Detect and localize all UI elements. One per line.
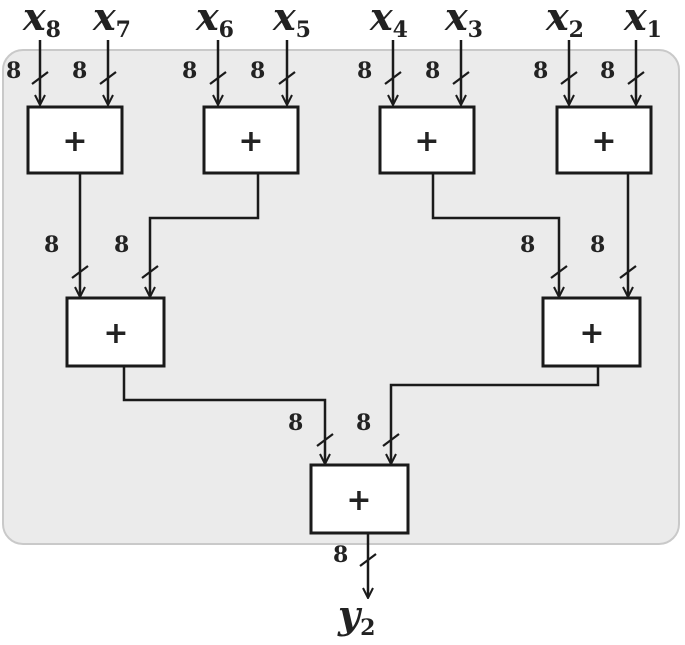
bit-width-label: 8	[533, 58, 548, 84]
level2-to-level3-wires	[122, 366, 600, 463]
adder-box	[555, 105, 653, 175]
input-wires	[40, 40, 636, 104]
bit-width-label: 8	[182, 58, 197, 84]
bus-slash	[560, 71, 578, 85]
input-label-x7: x7	[92, 0, 131, 43]
adder-1-2: +	[202, 105, 300, 175]
adder-box	[65, 296, 166, 368]
adder-1-3: +	[378, 105, 476, 175]
bit-width-label: 8	[114, 232, 129, 258]
adder-box	[202, 105, 300, 175]
adder-2-2: +	[541, 296, 642, 368]
wire-adder-1-3-out	[431, 173, 559, 296]
adder-plus-sign: +	[414, 124, 439, 159]
bus-slash	[316, 433, 334, 447]
input-label-x4: x4	[369, 0, 408, 43]
input-label-x5: x5	[272, 0, 311, 43]
bit-width-label: 8	[44, 232, 59, 258]
bus-slash	[382, 433, 400, 447]
adder-1-4: +	[555, 105, 653, 175]
output-label-y2: y2	[337, 592, 375, 640]
adder-plus-sign: +	[591, 124, 616, 159]
adder-plus-sign: +	[103, 316, 128, 351]
adder-box	[309, 463, 410, 535]
adder-plus-sign: +	[238, 124, 263, 159]
level2-bit-width-labels: 8 8 8 8	[44, 232, 605, 258]
bit-width-label: 8	[590, 232, 605, 258]
bus-slash	[452, 71, 470, 85]
bus-slash	[99, 71, 117, 85]
adder-plus-sign: +	[346, 483, 371, 518]
bit-width-label: 8	[356, 410, 371, 436]
level2-adders: + +	[65, 296, 642, 368]
level3-bit-width-labels: 8 8	[288, 410, 371, 436]
output-wire	[359, 533, 377, 597]
adder-plus-sign: +	[62, 124, 87, 159]
bit-width-label: 8	[333, 542, 348, 568]
bus-slash	[550, 265, 568, 279]
bus-slash	[31, 71, 49, 85]
input-label-x6: x6	[195, 0, 234, 43]
bus-slash	[619, 265, 637, 279]
bus-slash	[384, 71, 402, 85]
bus-slash	[141, 265, 159, 279]
input-label-x1: x1	[623, 0, 662, 43]
bit-width-label: 8	[425, 58, 440, 84]
input-label-x2: x2	[545, 0, 584, 43]
wire-adder-2-1-out	[122, 366, 325, 463]
bit-width-label: 8	[600, 58, 615, 84]
adder-box	[378, 105, 476, 175]
input-bus-slashes	[31, 71, 645, 85]
bus-slash	[71, 265, 89, 279]
level1-adders: + + + +	[26, 105, 653, 175]
bit-width-label: 8	[250, 58, 265, 84]
bit-width-label: 8	[6, 58, 21, 84]
bus-slash	[209, 71, 227, 85]
adder-box	[541, 296, 642, 368]
bus-slash	[627, 71, 645, 85]
wire-adder-1-2-out	[150, 173, 260, 296]
adder-1-1: +	[26, 105, 124, 175]
level3-bus-slashes	[316, 433, 400, 447]
adder-2-1: +	[65, 296, 166, 368]
adder-box	[26, 105, 124, 175]
level2-bus-slashes	[71, 265, 637, 279]
bit-width-label: 8	[357, 58, 372, 84]
wire-adder-2-2-out	[391, 366, 600, 463]
bit-width-label: 8	[288, 410, 303, 436]
bit-width-label: 8	[520, 232, 535, 258]
input-label-x8: x8	[22, 0, 61, 43]
bus-slash	[359, 553, 377, 567]
circuit-panel	[2, 49, 680, 545]
level1-to-level2-wires	[80, 173, 628, 296]
adder-final: +	[309, 463, 410, 535]
input-bit-width-labels: 8 8 8 8 8 8 8 8	[6, 58, 615, 84]
input-label-x3: x3	[444, 0, 483, 43]
adder-plus-sign: +	[579, 316, 604, 351]
bus-slash	[278, 71, 296, 85]
bit-width-label: 8	[72, 58, 87, 84]
